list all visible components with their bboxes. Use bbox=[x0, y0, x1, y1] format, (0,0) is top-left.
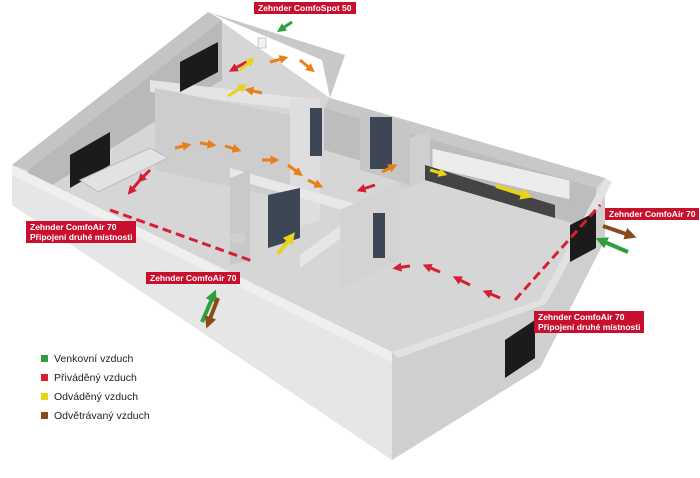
callout-comfoair-right-top: Zehnder ComfoAir 70 bbox=[605, 208, 700, 220]
outer-wall-top-2 bbox=[208, 12, 345, 98]
legend-label: Venkovní vzduch bbox=[54, 352, 134, 365]
legend-item-outdoor-air: Venkovní vzduch bbox=[41, 349, 150, 368]
transfer-air-arrow bbox=[381, 164, 398, 174]
front-wall-top bbox=[12, 165, 392, 362]
outer-wall-top bbox=[12, 12, 222, 170]
extract-air-arrow bbox=[227, 84, 248, 98]
door bbox=[370, 117, 392, 169]
transfer-air-arrow bbox=[299, 58, 315, 73]
supply-air-arrow bbox=[356, 183, 376, 193]
legend-item-exhaust-air: Odvětrávaný vzduch bbox=[41, 406, 150, 425]
supply-air-arrow bbox=[452, 276, 471, 287]
legend-label: Odvětrávaný vzduch bbox=[54, 409, 150, 422]
supply-air-arrow bbox=[422, 263, 441, 274]
transfer-air-arrow bbox=[224, 144, 242, 153]
kitchen-cabinets bbox=[431, 147, 571, 201]
extract-air-arrow bbox=[276, 232, 295, 256]
sofa bbox=[78, 147, 170, 193]
callout-comfoair-left: Zehnder ComfoAir 70 Připojení druhé míst… bbox=[26, 221, 137, 243]
transfer-air-arrow bbox=[244, 86, 263, 96]
partition-wall-2 bbox=[155, 88, 290, 200]
callout-comfoair-center: Zehnder ComfoAir 70 bbox=[146, 272, 241, 284]
exhaust-air-arrow bbox=[602, 224, 637, 240]
supply-air-arrow bbox=[137, 168, 152, 183]
legend-label: Přiváděný vzduch bbox=[54, 371, 137, 384]
transfer-air-arrow bbox=[174, 141, 192, 151]
partition-wall-8 bbox=[340, 182, 400, 290]
transfer-air-arrow bbox=[199, 139, 217, 149]
legend-swatch bbox=[41, 374, 48, 381]
legend-label: Odváděný vzduch bbox=[54, 390, 139, 403]
door bbox=[268, 188, 300, 248]
outdoor-air-arrow bbox=[277, 20, 293, 32]
connection-duct-right bbox=[513, 203, 602, 302]
window bbox=[570, 212, 596, 262]
extract-air-arrow bbox=[239, 57, 255, 72]
door bbox=[373, 213, 385, 258]
legend-swatch bbox=[41, 412, 48, 419]
door bbox=[310, 108, 322, 156]
supply-air-arrow bbox=[392, 262, 411, 272]
legend-swatch bbox=[41, 355, 48, 362]
kitchen-counter bbox=[425, 165, 555, 218]
transfer-air-arrow bbox=[307, 178, 324, 188]
window bbox=[70, 132, 110, 188]
callout-comfoair-right-bottom: Zehnder ComfoAir 70 Připojení druhé míst… bbox=[534, 311, 645, 333]
partition-wall-5 bbox=[230, 170, 250, 265]
exhaust-air-arrow bbox=[204, 297, 220, 329]
comfospot-unit bbox=[257, 37, 267, 49]
outdoor-air-arrow bbox=[595, 237, 629, 254]
partition-wall-1 bbox=[150, 80, 320, 112]
legend: Venkovní vzduch Přiváděný vzduch Odváděn… bbox=[41, 349, 150, 425]
window bbox=[505, 320, 535, 378]
extract-air-arrow bbox=[429, 168, 448, 177]
legend-item-supply-air: Přiváděný vzduch bbox=[41, 368, 150, 387]
outdoor-air-arrow bbox=[200, 289, 217, 323]
transfer-air-arrow bbox=[269, 55, 289, 64]
supply-air-arrow bbox=[482, 289, 501, 300]
legend-swatch bbox=[41, 393, 48, 400]
connection-duct-left bbox=[109, 208, 256, 264]
window bbox=[180, 42, 218, 92]
transfer-air-arrow bbox=[287, 163, 303, 177]
toilet bbox=[230, 233, 246, 243]
legend-item-extract-air: Odváděný vzduch bbox=[41, 387, 150, 406]
extract-air-arrow bbox=[495, 184, 533, 200]
callout-comfospot: Zehnder ComfoSpot 50 bbox=[254, 2, 356, 14]
